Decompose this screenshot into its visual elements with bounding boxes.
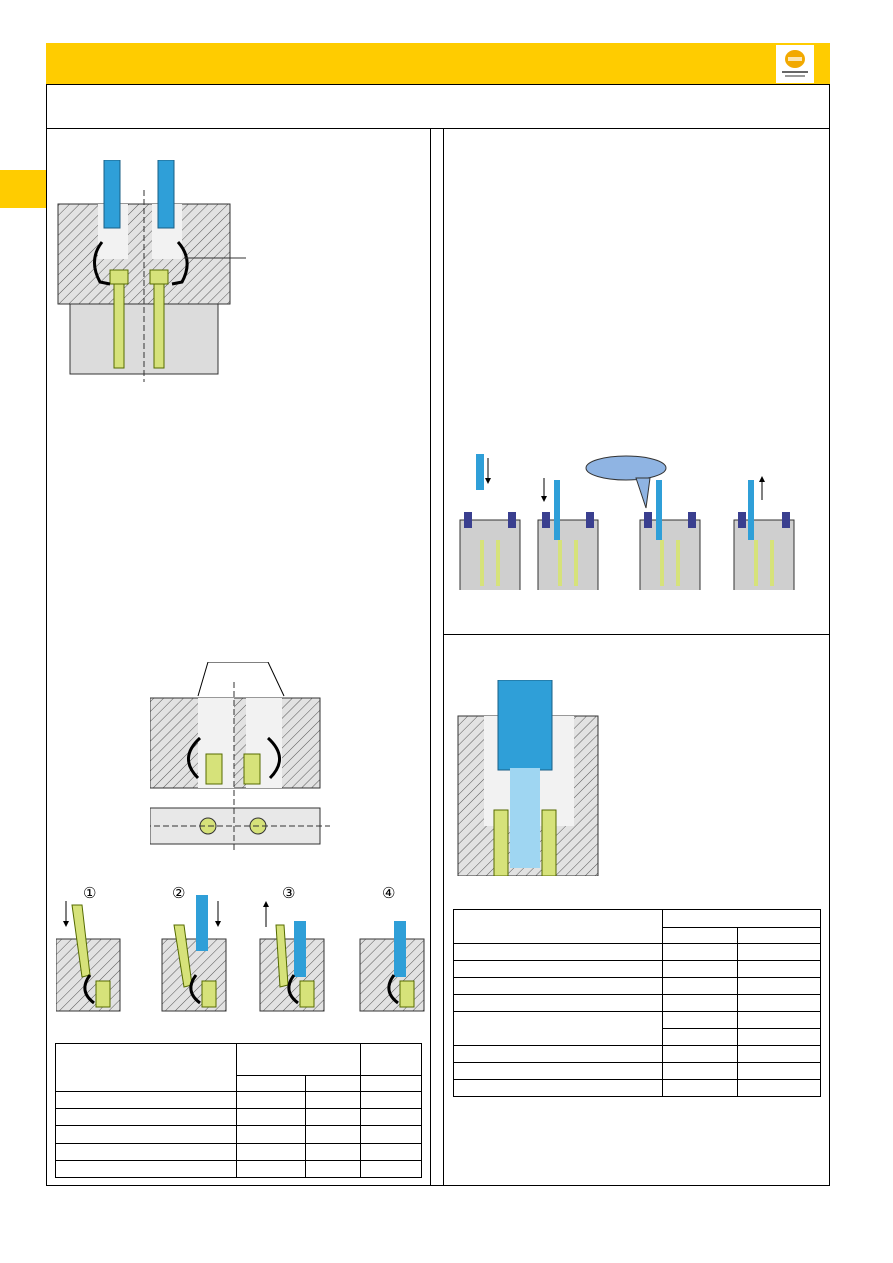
table-row — [454, 1028, 821, 1046]
table-cell — [360, 1043, 422, 1076]
figure-release-sequence — [456, 450, 796, 595]
table-row — [453, 1011, 821, 1046]
table-row — [55, 1125, 422, 1144]
step-label-1: ① — [83, 885, 97, 902]
right-spec-table — [453, 909, 821, 1097]
step-label-3: ③ — [282, 885, 296, 902]
table-row — [55, 1142, 422, 1161]
right-section-divider — [443, 634, 830, 635]
table-row — [55, 1108, 422, 1127]
title-divider — [46, 128, 830, 129]
table-row — [453, 994, 821, 1012]
table-row — [453, 1079, 821, 1097]
table-cell — [55, 1043, 237, 1092]
left-spec-table — [55, 1043, 422, 1179]
table-row — [453, 1062, 821, 1080]
table-cell — [737, 927, 821, 944]
table-row — [55, 1090, 422, 1110]
column-divider-right — [443, 128, 444, 1186]
table-cell — [360, 1075, 422, 1092]
table-cell — [236, 1075, 306, 1092]
page-frame — [46, 84, 830, 1186]
figure-wire-connection — [454, 679, 604, 881]
table-row — [453, 943, 821, 961]
step-label-2: ② — [172, 885, 186, 902]
table-cell — [662, 909, 821, 928]
figure-release-tool — [136, 661, 330, 857]
header-bar — [46, 43, 830, 84]
step-label-4: ④ — [382, 885, 396, 902]
table-row — [453, 1045, 821, 1063]
table-cell — [662, 927, 738, 944]
table-cell — [305, 1075, 361, 1092]
table-cell — [236, 1043, 361, 1076]
table-row — [55, 1159, 422, 1179]
table-row — [453, 960, 821, 978]
column-divider-left — [430, 128, 431, 1186]
figure-steps — [55, 895, 426, 1020]
section-tab — [0, 170, 46, 208]
table-cell — [453, 909, 663, 944]
table-row — [453, 977, 821, 995]
figure-contact-cross-section — [54, 159, 254, 390]
harting-logo — [776, 45, 814, 83]
